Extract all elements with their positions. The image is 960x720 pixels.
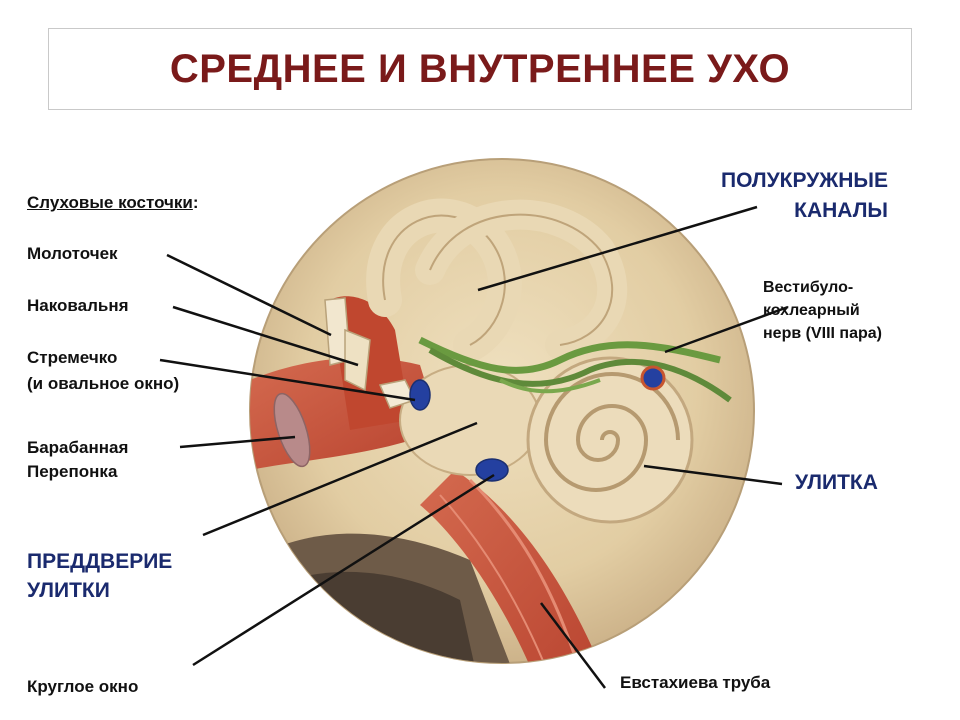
label-ossicles-colon: : xyxy=(192,193,199,212)
label-eardrum-2: Перепонка xyxy=(27,462,118,481)
page-title: СРЕДНЕЕ И ВНУТРЕННЕЕ УХО xyxy=(169,46,791,91)
label-nerve-3: нерв (VIII пара) xyxy=(763,325,882,342)
title-box: СРЕДНЕЕ И ВНУТРЕННЕЕ УХО xyxy=(48,28,912,110)
pointer-lines xyxy=(159,205,789,689)
label-cochlea: УЛИТКА xyxy=(795,471,878,494)
incus-shape xyxy=(344,328,371,392)
pointer-cochlea xyxy=(643,464,783,486)
label-ossicles: Слуховые косточки: xyxy=(27,192,199,214)
eustachian-tube-shape xyxy=(420,470,610,663)
pointer-round-window xyxy=(192,473,495,667)
label-round-window: Круглое окно xyxy=(27,677,139,696)
pointer-canals xyxy=(477,205,758,292)
pointer-incus xyxy=(172,305,359,367)
oval-window-shape xyxy=(409,379,431,411)
pointer-eustachian xyxy=(540,602,606,689)
pointer-stapes xyxy=(159,358,416,402)
label-nerve-1: Вестибуло- xyxy=(763,279,854,296)
eardrum-shape xyxy=(273,392,311,468)
label-ossicles-text: Слуховые косточки xyxy=(27,193,193,212)
label-canals-1: ПОЛУКРУЖНЫЕ xyxy=(720,169,888,192)
label-eustachian: Евстахиева труба xyxy=(620,673,771,692)
label-malleus: Молоточек xyxy=(27,244,118,263)
label-eardrum-1: Барабанная xyxy=(27,438,129,457)
label-nerve-2: кохлеарный xyxy=(763,302,860,319)
label-canals-2: КАНАЛЫ xyxy=(794,199,888,222)
label-incus: Наковальня xyxy=(27,296,129,315)
pointer-malleus xyxy=(166,253,332,337)
label-oval-window: (и овальное окно) xyxy=(27,374,180,393)
label-stapes: Стремечко xyxy=(27,348,118,367)
nerve-shape xyxy=(418,336,721,374)
label-vestibule-2: УЛИТКИ xyxy=(27,579,110,602)
pointer-eardrum xyxy=(179,435,296,449)
round-window-shape xyxy=(475,458,509,482)
label-vestibule-1: ПРЕДДВЕРИЕ xyxy=(27,550,173,573)
pointer-vestibule xyxy=(202,421,478,537)
pointer-nerve xyxy=(664,305,789,354)
